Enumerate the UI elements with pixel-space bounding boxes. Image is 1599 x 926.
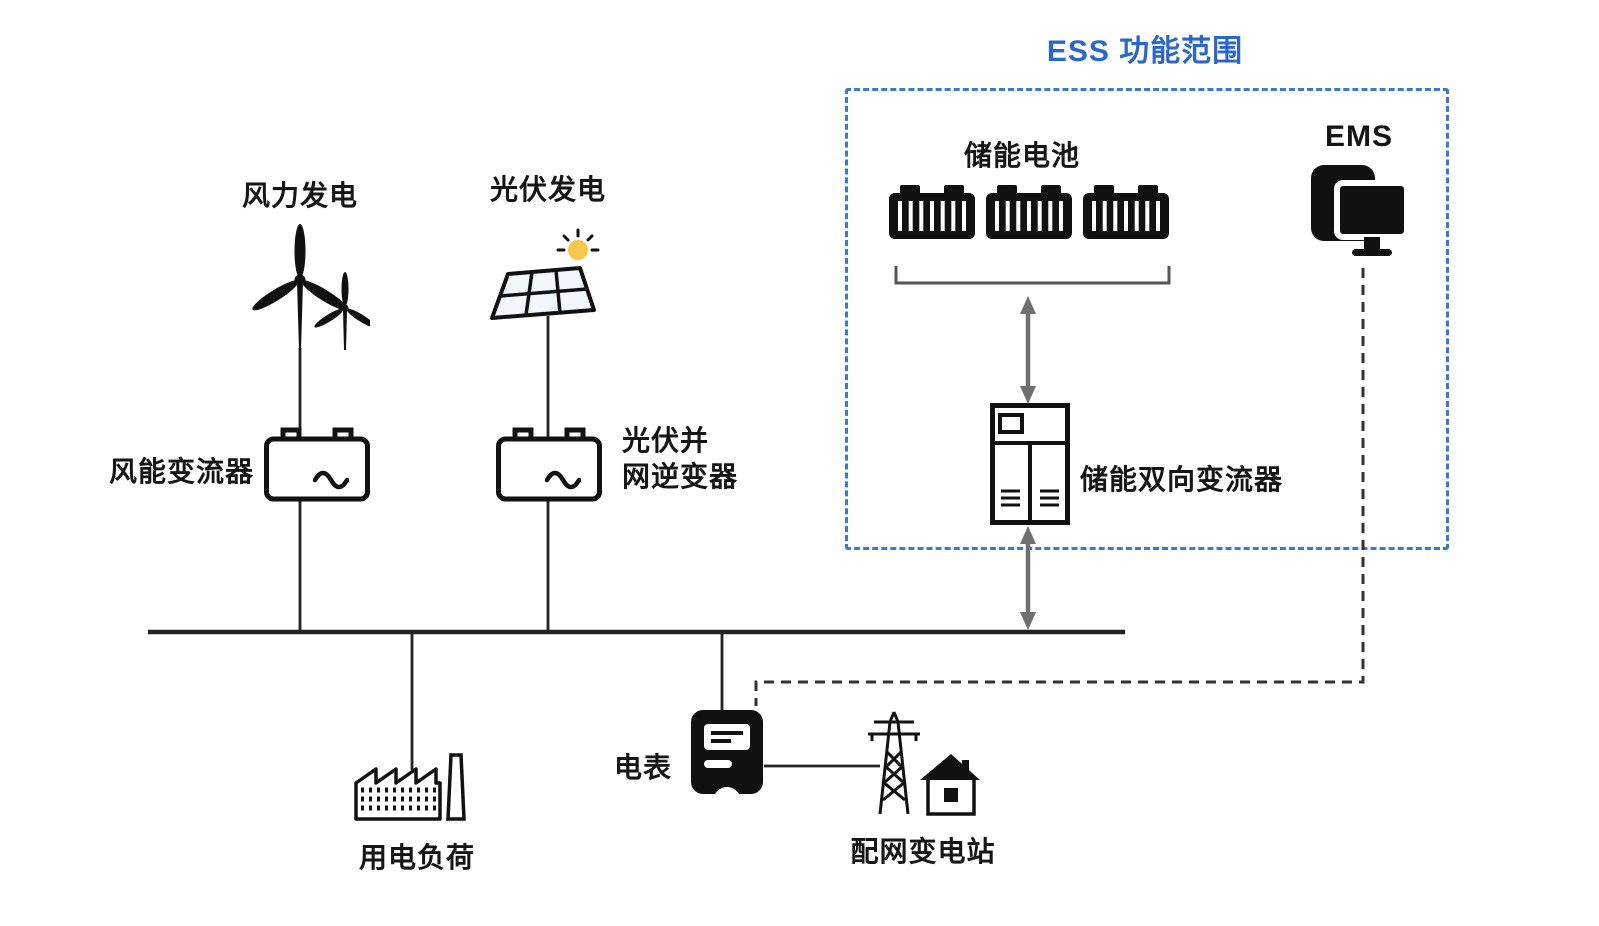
ems-dashed-link <box>754 268 1365 706</box>
converter-icon <box>496 427 602 502</box>
meter-icon <box>691 710 763 803</box>
battery-icon <box>986 185 1072 239</box>
cabinet-converter-icon <box>990 403 1070 525</box>
solar-panel-icon <box>490 228 600 320</box>
ess-scope-title: ESS 功能范围 <box>1046 35 1244 68</box>
pv-label: 光伏发电 <box>489 174 606 205</box>
meter-label: 电表 <box>613 752 672 783</box>
double-arrow-heads <box>1020 296 1036 630</box>
substation-label: 配网变电站 <box>850 836 996 867</box>
ems-monitor-icon <box>1311 165 1410 256</box>
load-label: 用电负荷 <box>358 842 475 873</box>
battery-bracket <box>894 266 1171 285</box>
substation-icon <box>868 711 980 816</box>
sun-rays <box>556 228 600 252</box>
bidirectional-converter-label: 储能双向变流器 <box>1080 464 1284 495</box>
sun-glow <box>568 240 588 260</box>
wind-converter-label: 风能变流器 <box>108 456 254 487</box>
pv-inverter-label: 光伏并 网逆变器 <box>622 425 739 493</box>
factory-icon <box>354 753 466 821</box>
wind-label: 风力发电 <box>241 180 358 211</box>
wind-turbine-icon <box>252 224 370 350</box>
converter-icon <box>264 427 370 502</box>
ems-label: EMS <box>1324 120 1393 153</box>
battery-label: 储能电池 <box>963 140 1080 171</box>
ess-scope-box <box>845 88 1449 550</box>
battery-icon <box>889 185 975 239</box>
battery-icon <box>1083 185 1169 239</box>
